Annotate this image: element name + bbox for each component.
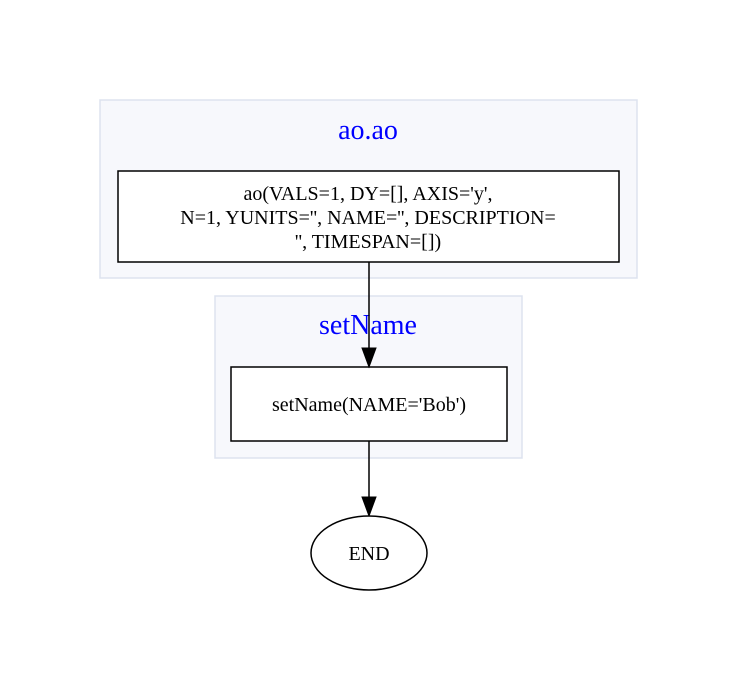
node-ao: ao(VALS=1, DY=[], AXIS='y', N=1, YUNITS=… — [117, 170, 620, 263]
edge-ao-to-setname-arrowhead — [361, 347, 377, 369]
node-end-label: END — [348, 543, 389, 565]
cluster-ao-title: ao.ao — [338, 115, 398, 146]
node-ao-line-2: N=1, YUNITS='', NAME='', DESCRIPTION= — [180, 207, 555, 229]
edge-ao-to-setname — [361, 262, 377, 369]
cluster-ao: ao.ao ao(VALS=1, DY=[], AXIS='y', N=1, Y… — [99, 99, 638, 279]
node-ao-line-3: '', TIMESPAN=[]) — [295, 231, 441, 253]
node-end-ellipse — [310, 515, 428, 591]
node-end: END — [310, 515, 428, 591]
cluster-setname-title: setName — [319, 310, 417, 341]
edge-setname-to-end — [361, 441, 377, 518]
node-setname-label: setName(NAME='Bob') — [272, 394, 466, 416]
node-setname: setName(NAME='Bob') — [230, 366, 508, 442]
node-ao-line-1: ao(VALS=1, DY=[], AXIS='y', — [243, 183, 492, 205]
node-ao-box — [117, 170, 620, 263]
edge-setname-to-end-arrowhead — [361, 496, 377, 518]
